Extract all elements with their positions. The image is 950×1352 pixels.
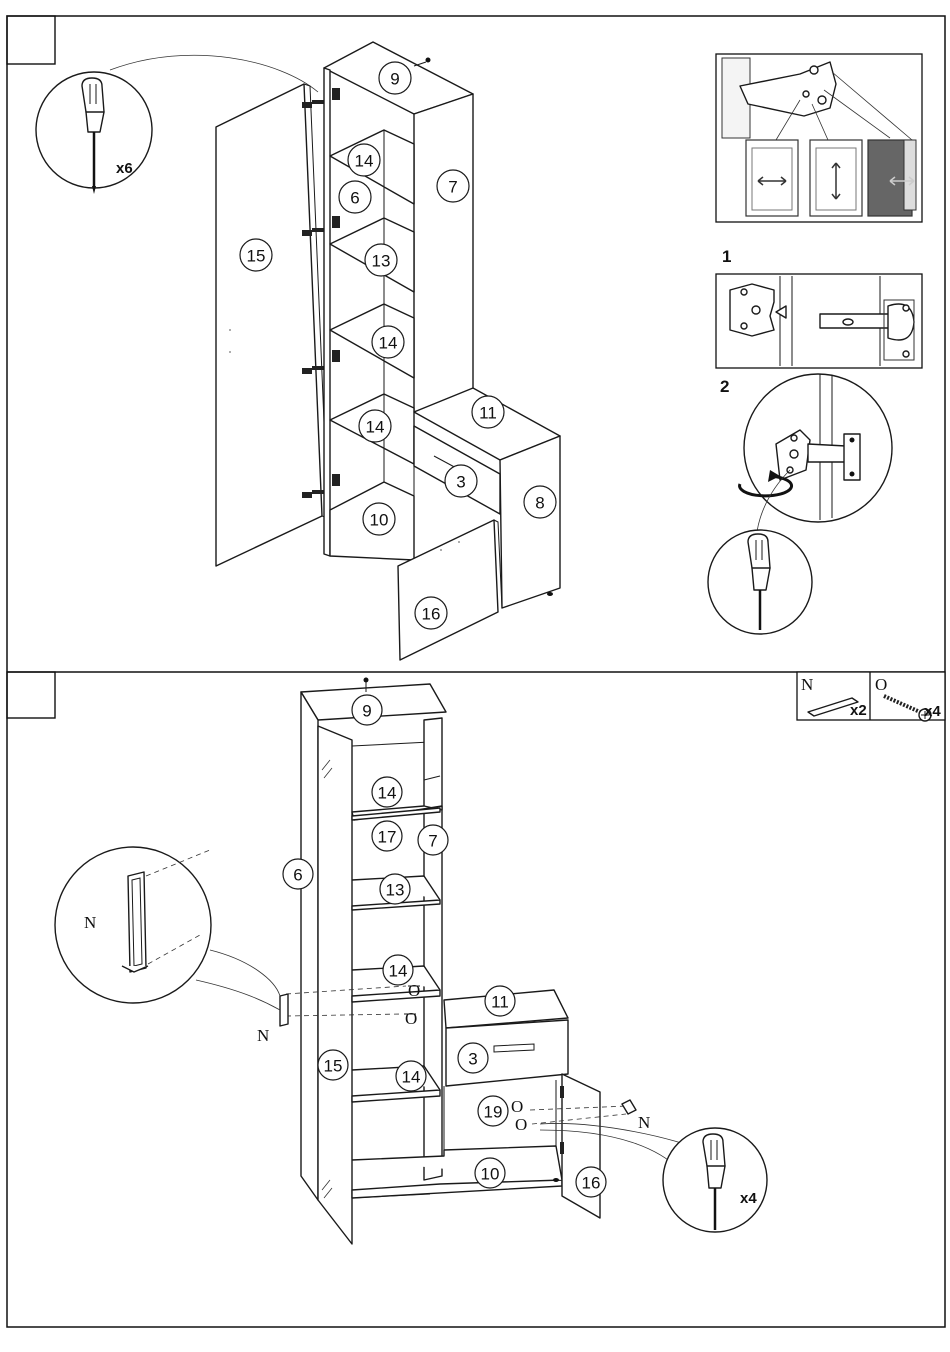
svg-text:8: 8 (535, 494, 544, 513)
svg-text:11: 11 (479, 404, 497, 423)
svg-text:O: O (408, 981, 420, 1000)
svg-text:19: 19 (484, 1103, 503, 1122)
svg-text:15: 15 (247, 247, 266, 266)
svg-text:9: 9 (362, 702, 371, 721)
svg-text:N: N (257, 1026, 269, 1045)
fitting-n-count: x2 (850, 702, 867, 719)
side-panel-7 (414, 94, 473, 412)
svg-text:7: 7 (448, 178, 457, 197)
fittings-legend: N x2 O x4 (797, 672, 945, 721)
svg-text:10: 10 (481, 1165, 500, 1184)
svg-text:N: N (638, 1113, 650, 1132)
svg-text:14: 14 (355, 152, 374, 171)
svg-text:O: O (405, 1009, 417, 1028)
door-panel-15 (318, 726, 352, 1244)
svg-text:13: 13 (372, 252, 391, 271)
svg-text:6: 6 (293, 866, 302, 885)
svg-text:O: O (511, 1097, 523, 1116)
svg-text:7: 7 (428, 832, 437, 851)
svg-text:3: 3 (468, 1050, 477, 1069)
screw-count: x6 (116, 160, 133, 177)
hinge-step-2: 2 (720, 377, 729, 396)
svg-text:14: 14 (366, 418, 385, 437)
step1-number-box (7, 16, 55, 64)
hinge-step-1: 1 (722, 247, 731, 266)
svg-text:11: 11 (491, 993, 509, 1012)
svg-text:14: 14 (389, 962, 408, 981)
step2-number-box (7, 672, 55, 718)
svg-text:N: N (84, 913, 96, 932)
svg-text:14: 14 (402, 1068, 421, 1087)
svg-text:13: 13 (386, 881, 405, 900)
hinge-adjustment-panel (716, 54, 922, 222)
svg-text:6: 6 (350, 189, 359, 208)
fitting-o-count: x4 (924, 703, 941, 720)
svg-text:14: 14 (379, 334, 398, 353)
step2-screw-count: x4 (740, 1190, 757, 1207)
svg-text:10: 10 (370, 511, 389, 530)
side-panel-8 (500, 436, 560, 608)
svg-text:17: 17 (378, 828, 397, 847)
fitting-o-letter: O (875, 675, 887, 694)
step1-illustration: x6 (36, 42, 560, 660)
side-panel-6 (301, 692, 318, 1200)
hinge-step2-callout (708, 374, 892, 634)
step2-illustration (55, 678, 767, 1245)
svg-text:O: O (515, 1115, 527, 1134)
svg-text:14: 14 (378, 784, 397, 803)
svg-text:3: 3 (456, 473, 465, 492)
hinge-step1-panel (716, 274, 922, 368)
svg-text:16: 16 (582, 1174, 601, 1193)
svg-text:16: 16 (422, 605, 441, 624)
svg-text:15: 15 (324, 1057, 343, 1076)
svg-text:9: 9 (390, 70, 399, 89)
fitting-n-letter: N (801, 675, 813, 694)
